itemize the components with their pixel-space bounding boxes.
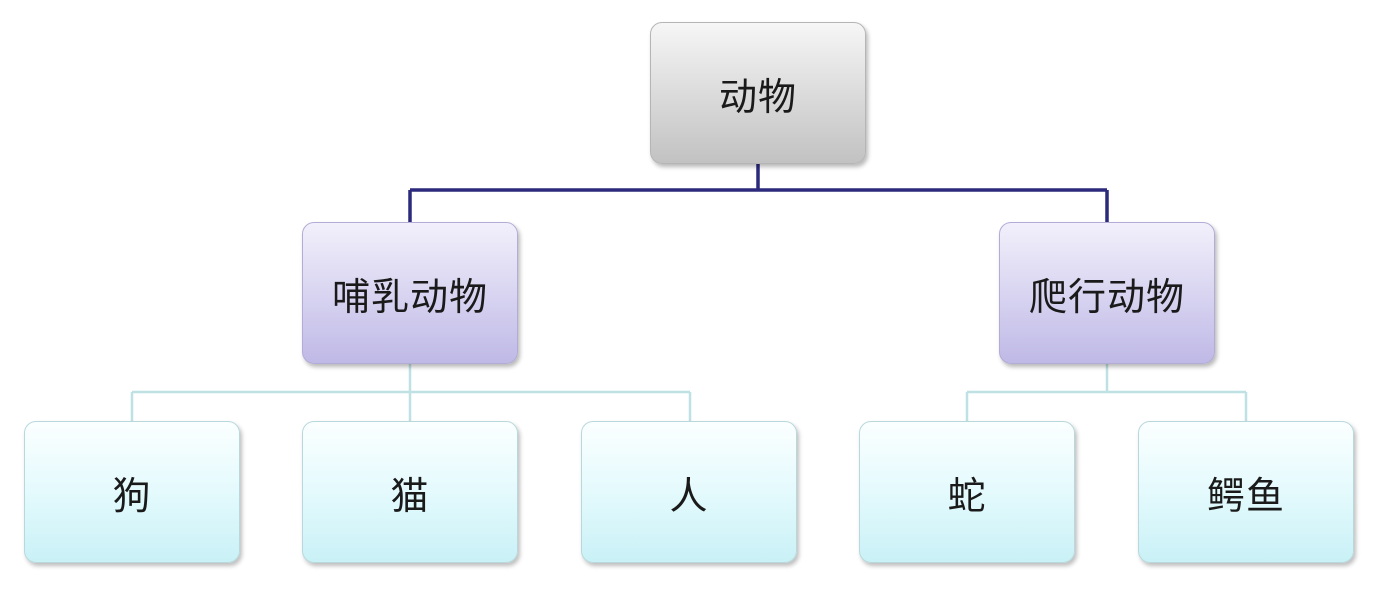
connector-mammals-to-leaves	[130, 364, 692, 421]
node-dog: 狗	[24, 421, 240, 563]
node-mammals-label: 哺乳动物	[331, 274, 488, 319]
node-reptiles: 爬行动物	[999, 222, 1215, 364]
node-human: 人	[581, 421, 797, 563]
node-animals: 动物	[650, 22, 866, 164]
node-crocodile: 鳄鱼	[1138, 421, 1354, 563]
node-snake-label: 蛇	[947, 473, 987, 518]
node-reptiles-label: 爬行动物	[1028, 274, 1185, 319]
node-snake: 蛇	[859, 421, 1075, 563]
connector-reptiles-to-leaves	[965, 364, 1248, 421]
connector-root-to-categories	[408, 164, 1109, 222]
node-animals-label: 动物	[718, 74, 797, 119]
node-crocodile-label: 鳄鱼	[1206, 473, 1285, 518]
node-cat-label: 猫	[390, 473, 430, 518]
node-cat: 猫	[302, 421, 518, 563]
node-human-label: 人	[669, 473, 709, 518]
node-dog-label: 狗	[112, 473, 152, 518]
node-mammals: 哺乳动物	[302, 222, 518, 364]
